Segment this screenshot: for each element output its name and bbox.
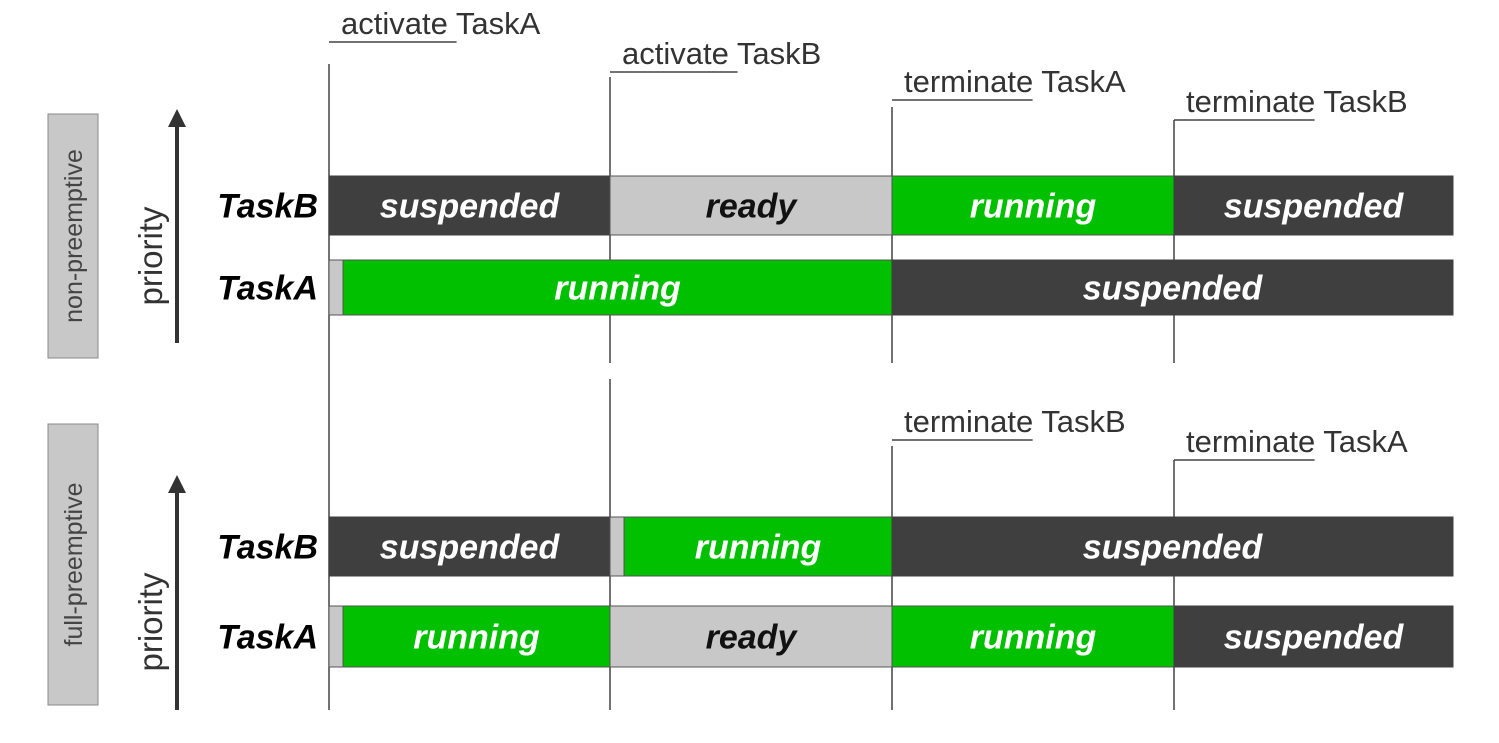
task-name: TaskB bbox=[217, 188, 318, 226]
state-label: suspended bbox=[1083, 270, 1264, 308]
state-segment-ready bbox=[609, 605, 893, 668]
state-bars-layer: suspended ready running suspended running sus… bbox=[328, 175, 1454, 668]
state-label: running bbox=[413, 619, 540, 657]
state-label: running bbox=[970, 619, 1097, 657]
state-segment-ready bbox=[328, 259, 344, 316]
time-guides-layer bbox=[328, 64, 1175, 710]
mode-label: non-preemptive bbox=[60, 149, 88, 323]
event-label: terminate TaskB bbox=[904, 404, 1126, 439]
mode-label: full-preemptive bbox=[60, 483, 88, 647]
state-segment-suspended bbox=[1173, 175, 1454, 236]
state-segment-running bbox=[342, 605, 611, 668]
state-segment-ready bbox=[328, 605, 344, 668]
task-name: TaskA bbox=[217, 270, 318, 308]
state-segment-running bbox=[891, 175, 1175, 236]
state-segment-suspended bbox=[891, 516, 1454, 577]
state-label: ready bbox=[706, 619, 799, 657]
event-label: terminate TaskA bbox=[1186, 424, 1408, 459]
state-segment-ready bbox=[609, 516, 625, 577]
state-segment-running bbox=[342, 259, 893, 316]
state-label: suspended bbox=[380, 188, 561, 226]
priority-arrow-icon bbox=[168, 475, 186, 493]
state-segment-running bbox=[623, 516, 893, 577]
mode-label-box bbox=[47, 113, 99, 359]
event-label: activate TaskB bbox=[622, 36, 821, 71]
priority-arrow-icon bbox=[168, 109, 186, 127]
state-segment-suspended bbox=[328, 175, 611, 236]
state-label: running bbox=[695, 529, 822, 567]
state-label: running bbox=[970, 188, 1097, 226]
state-label: ready bbox=[706, 188, 799, 226]
state-segment-suspended bbox=[1173, 605, 1454, 668]
priority-label: priority bbox=[132, 206, 169, 306]
event-annotations-layer: activate TaskA activate TaskB terminate Ta… bbox=[329, 6, 1408, 461]
task-name: TaskA bbox=[217, 619, 318, 657]
state-label: suspended bbox=[1224, 188, 1405, 226]
event-label: activate TaskA bbox=[341, 6, 541, 41]
state-segment-suspended bbox=[891, 259, 1454, 316]
state-label: running bbox=[554, 270, 681, 308]
state-label: suspended bbox=[1083, 529, 1264, 567]
state-label: suspended bbox=[1224, 619, 1405, 657]
state-label: suspended bbox=[380, 529, 561, 567]
event-label: terminate TaskB bbox=[1186, 84, 1408, 119]
task-name: TaskB bbox=[217, 529, 318, 567]
state-segment-running bbox=[891, 605, 1175, 668]
state-segment-ready bbox=[609, 175, 893, 236]
mode-label-box bbox=[47, 423, 99, 706]
priority-label: priority bbox=[132, 572, 169, 672]
event-label: terminate TaskA bbox=[904, 64, 1126, 99]
